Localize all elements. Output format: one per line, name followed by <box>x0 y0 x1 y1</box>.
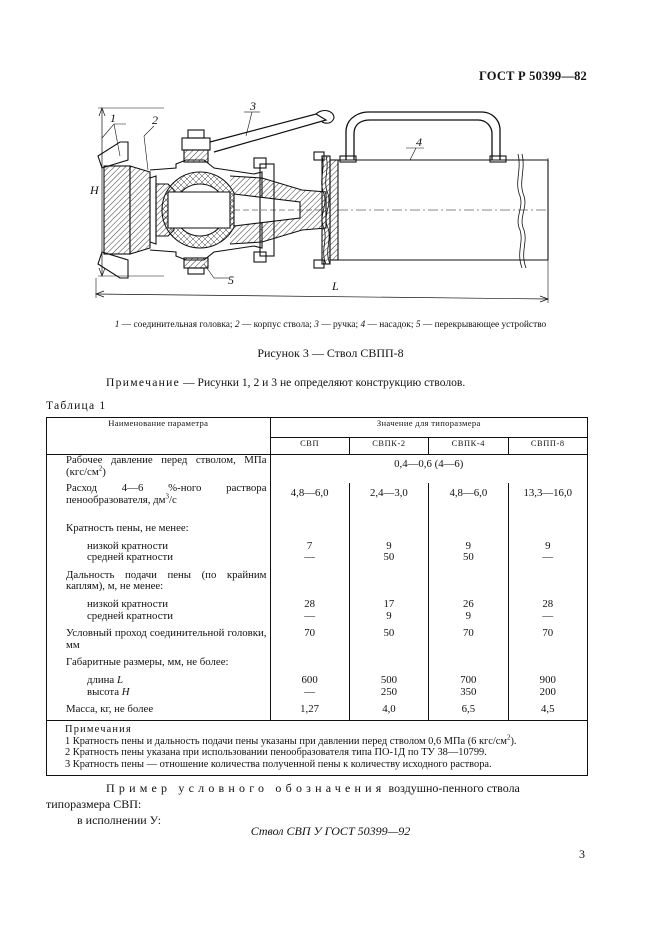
ratio-title: Кратность пены, не менее: <box>46 522 271 535</box>
legend-text-2: — корпус ствола; <box>239 320 315 330</box>
row-pressure-value: 0,4—0,6 (4—6) <box>269 454 588 483</box>
label-part-2: 2 <box>152 113 158 127</box>
flow-svpk-4: 4,8—6,0 <box>428 483 509 517</box>
value-column-header: Значение для типоразмера <box>269 417 588 438</box>
legend-num-2: 2 <box>234 320 240 330</box>
legend-text-3: — ручка; <box>318 320 361 330</box>
column-svpk-4: СВПК-4 <box>428 437 509 455</box>
note-1: 1 Кратность пены и дальность подачи пены… <box>65 733 517 747</box>
table-label: Таблица 1 <box>46 399 107 412</box>
row-flow-name: Расход 4—6 %-ного раствора пенообразоват… <box>46 482 271 517</box>
legend-num-1: 1 <box>114 320 120 330</box>
column-svpp-8: СВПП-8 <box>507 437 589 455</box>
table-row: Условный проход соединительной головки, … <box>46 627 589 652</box>
table-row: Масса, кг, не более 1,27 4,0 6,5 4,5 <box>46 703 589 721</box>
ratio-svp: 7— <box>269 540 350 564</box>
mass-svpk-4: 6,5 <box>428 703 509 721</box>
figure-title: Рисунок 3 — Ствол СВПП-8 <box>257 346 404 360</box>
legend-text-1: — соединительная головка; <box>119 320 235 330</box>
range-title: Дальность подачи пены (по крайним каплям… <box>46 569 271 593</box>
figure-note: Примечание — Рисунки 1, 2 и 3 не определ… <box>106 376 465 389</box>
flow-svpk-2: 2,4—3,0 <box>348 483 430 517</box>
parameters-table: Наименование параметра Значение для типо… <box>46 417 589 776</box>
label-part-1: 1 <box>110 111 116 125</box>
ratio-svpp-8: 9— <box>507 540 589 564</box>
flow-svp: 4,8—6,0 <box>269 483 350 517</box>
bore-svpp-8: 70 <box>507 627 589 652</box>
label-part-3: 3 <box>249 99 256 113</box>
bore-svpk-4: 70 <box>428 627 509 652</box>
row-pressure-name: Рабочее давление перед стволом, МПа (кгс… <box>46 454 271 483</box>
label-part-5: 5 <box>228 273 234 287</box>
table-notes: Примечания 1 Кратность пены и дальность … <box>46 719 588 776</box>
param-column-header: Наименование параметра <box>46 417 271 455</box>
mass-svpp-8: 4,5 <box>507 703 589 721</box>
example-variant: в исполнении У: <box>77 813 162 827</box>
row-mass-name: Масса, кг, не более <box>46 703 271 721</box>
legend-text-5: — перекрывающее устройство <box>420 320 547 330</box>
page-number: 3 <box>579 847 585 861</box>
dims-svp: 600— <box>269 674 350 699</box>
label-part-4: 4 <box>416 135 422 149</box>
legend-num-4: 4 <box>360 320 366 330</box>
notes-title: Примечания <box>65 723 132 735</box>
note-text: — Рисунки 1, 2 и 3 не определяют констру… <box>180 376 466 389</box>
flow-svpp-8: 13,3—16,0 <box>507 483 589 517</box>
row-bore-name: Условный проход соединительной головки, … <box>46 627 271 652</box>
table-row: Дальность подачи пены (по крайним каплям… <box>46 569 589 593</box>
table-row: Рабочее давление перед стволом, МПа (кгс… <box>46 454 588 483</box>
standard-header: ГОСТ Р 50399—82 <box>478 69 587 83</box>
column-svpk-2: СВПК-2 <box>348 437 430 455</box>
example-rest: воздушно-пенного ствола типоразмера СВП: <box>46 781 520 811</box>
column-svp: СВП <box>269 437 350 455</box>
mass-svpk-2: 4,0 <box>348 703 430 721</box>
legend-num-5: 5 <box>415 320 421 330</box>
example-lead: Пример условного обозначения <box>106 781 386 795</box>
range-svp: 28— <box>269 598 350 623</box>
dimension-h-label: H <box>89 183 100 197</box>
legend-num-3: 3 <box>314 320 319 330</box>
range-svpp-8: 28— <box>507 598 589 623</box>
barrel-drawing: 1 2 3 4 5 H L <box>89 99 549 303</box>
table-row: Кратность пены, не менее: <box>46 522 589 535</box>
bore-svpk-2: 50 <box>348 627 430 652</box>
legend-text-4: — насадок; <box>365 320 416 330</box>
bore-svp: 70 <box>269 627 350 652</box>
figure-legend: 1 — соединительная головка; 2 — корпус с… <box>0 320 661 330</box>
table-row: Расход 4—6 %-ного раствора пенообразоват… <box>46 482 589 517</box>
note-3: 3 Кратность пены — отношение количества … <box>65 759 492 771</box>
dimension-l-label: L <box>331 279 339 293</box>
note-2: 2 Кратность пены указана при использован… <box>65 747 487 759</box>
designation-text: Ствол СВП У ГОСТ 50399—92 <box>250 824 411 838</box>
note-label: Примечание <box>106 376 181 389</box>
mass-svp: 1,27 <box>269 703 350 721</box>
dims-title: Габаритные размеры, мм, не более: <box>46 657 271 669</box>
designation-example: Пример условного обозначения воздушно-пе… <box>46 780 586 828</box>
table-row: Габаритные размеры, мм, не более: <box>46 657 589 669</box>
